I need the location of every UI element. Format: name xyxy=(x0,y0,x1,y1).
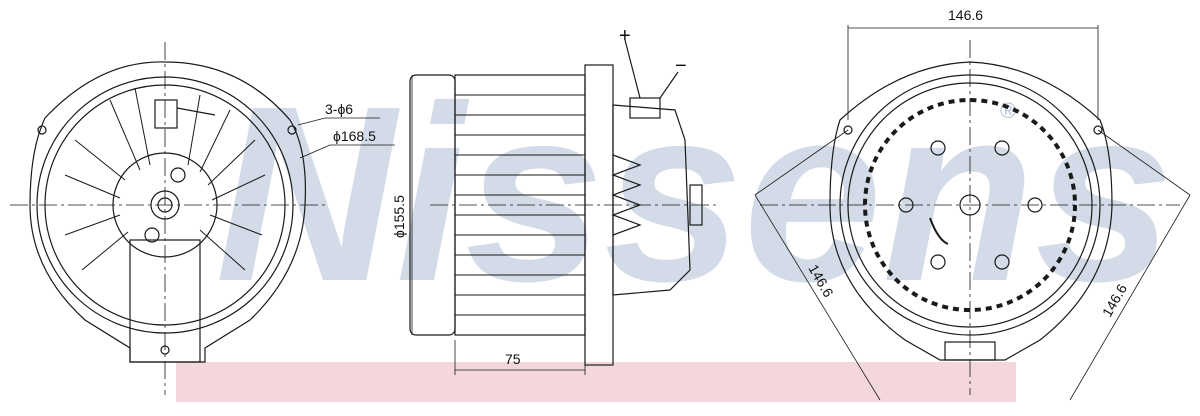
rear-mount-hole-left xyxy=(843,125,853,135)
front-housing xyxy=(29,61,306,363)
side-connector xyxy=(629,97,661,119)
wheel-blades xyxy=(455,94,585,316)
rotation-arrow xyxy=(929,217,949,245)
mount-holes-label: 3-ϕ6 xyxy=(325,101,353,117)
diameter-leader xyxy=(299,144,331,159)
rear-connector xyxy=(944,341,996,361)
rear-blade-ring xyxy=(863,98,1077,312)
watermark-text: Nissens xyxy=(215,54,1174,333)
rear-dimensions xyxy=(754,25,1191,401)
vent-hole-1 xyxy=(930,140,946,156)
vent-hole-6 xyxy=(994,254,1010,270)
wheel-width-label: 75 xyxy=(505,351,521,367)
right-slant-line xyxy=(1069,194,1191,401)
rear-view xyxy=(760,40,1180,395)
front-outer-ring xyxy=(36,76,294,334)
motor-end-cap xyxy=(689,184,703,226)
front-view xyxy=(10,42,325,395)
rear-housing xyxy=(829,61,1113,361)
rear-outer-ring xyxy=(839,74,1101,336)
baseline-band xyxy=(176,362,1016,402)
front-vanes xyxy=(64,87,266,271)
front-plug xyxy=(154,99,178,129)
rear-inner-ring xyxy=(847,82,1093,328)
rear-shaft xyxy=(959,194,981,216)
vent-hole-4 xyxy=(1027,197,1043,213)
front-connector-housing xyxy=(129,239,201,363)
vent-hole-3 xyxy=(898,197,914,213)
negative-lead xyxy=(659,71,679,99)
screw-bottom xyxy=(144,227,160,243)
positive-lead xyxy=(624,39,641,99)
outer-diameter-label: ϕ168.5 xyxy=(333,128,376,144)
front-wire xyxy=(176,107,216,116)
body-diameter-label: ϕ155.5 xyxy=(391,195,407,238)
screw-top xyxy=(170,167,186,183)
top-width-label: 146.6 xyxy=(948,7,983,23)
positive-terminal-label: + xyxy=(619,25,631,47)
holes-leader xyxy=(297,117,326,126)
front-inner-ring xyxy=(44,84,286,326)
motor-body xyxy=(612,104,691,296)
left-slant-line xyxy=(754,194,881,401)
negative-terminal-label: − xyxy=(675,55,687,77)
front-dimensions xyxy=(297,117,395,159)
mount-hole-bottom xyxy=(160,345,170,355)
vent-hole-5 xyxy=(930,254,946,270)
watermark-logo: Nissens ® xyxy=(215,54,1174,333)
rear-mount-hole-right xyxy=(1093,125,1103,135)
mount-hole-left xyxy=(37,125,47,135)
mount-hole-right xyxy=(287,125,297,135)
vent-hole-2 xyxy=(994,140,1010,156)
shaft-center xyxy=(157,197,173,213)
side-view xyxy=(409,39,720,366)
motor-hub xyxy=(112,152,218,258)
motor-shaft xyxy=(150,190,180,220)
cooling-fins xyxy=(611,154,642,236)
side-dimensions xyxy=(411,75,586,375)
